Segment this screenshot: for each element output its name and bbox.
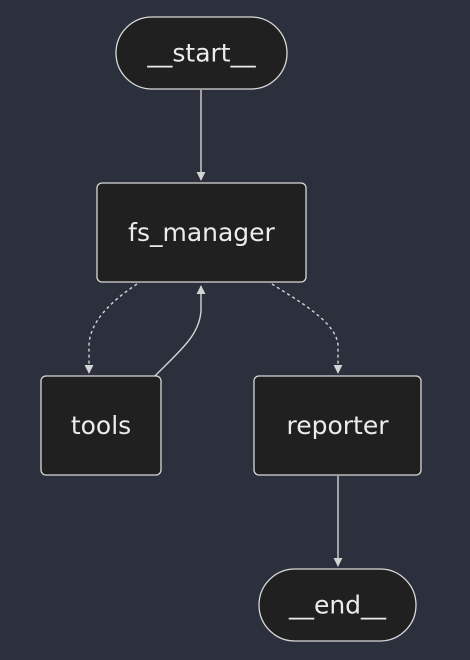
node-end-label: __end__	[288, 591, 387, 620]
node-end[interactable]: __end__	[258, 568, 417, 642]
node-tools[interactable]: tools	[40, 375, 162, 476]
node-reporter[interactable]: reporter	[253, 375, 422, 476]
node-start-label: __start__	[146, 39, 256, 68]
edge-fs-manager-to-tools	[84, 283, 138, 374]
node-reporter-label: reporter	[286, 411, 389, 440]
node-fs-manager[interactable]: fs_manager	[96, 182, 307, 283]
edge-fs-manager-to-reporter	[271, 283, 343, 374]
node-start[interactable]: __start__	[115, 16, 288, 90]
edges	[84, 90, 343, 567]
node-fs-manager-label: fs_manager	[128, 218, 275, 247]
edge-tools-to-fs-manager	[153, 285, 206, 378]
node-tools-label: tools	[71, 411, 131, 440]
